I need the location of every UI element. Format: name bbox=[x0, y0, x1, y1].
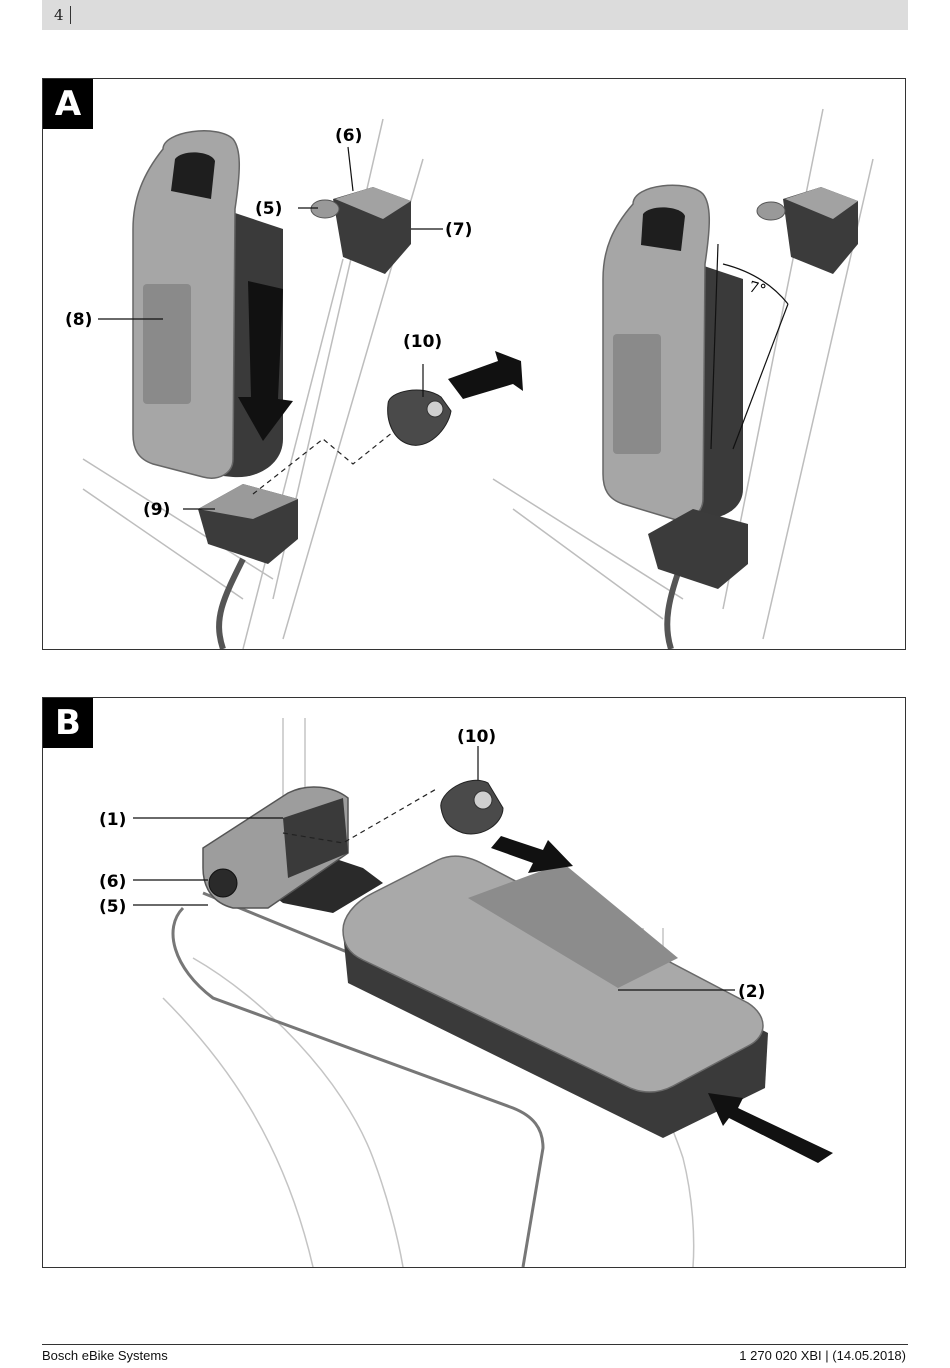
callout-5-b: (5) bbox=[99, 897, 126, 917]
tilt-angle-indicator bbox=[710, 243, 789, 450]
footer-publisher: Bosch eBike Systems bbox=[42, 1348, 168, 1363]
battery-mount-bottom-right bbox=[648, 509, 748, 589]
battery-lock-top bbox=[310, 187, 411, 274]
callout-6: (6) bbox=[335, 126, 362, 146]
battery-pack-left bbox=[132, 130, 283, 479]
lock-cylinder-icon bbox=[208, 868, 238, 898]
insert-arrow-right bbox=[448, 351, 523, 399]
callout-1: (1) bbox=[99, 810, 126, 830]
callout-8: (8) bbox=[65, 310, 92, 330]
cover-cap bbox=[387, 389, 452, 446]
callout-2: (2) bbox=[738, 982, 765, 1002]
battery-pack-right bbox=[602, 184, 743, 521]
assembly-dashed-line bbox=[252, 423, 404, 495]
battery-label-area bbox=[143, 284, 191, 404]
figure-a-letter: A bbox=[43, 79, 93, 129]
header-bar: 4 bbox=[42, 0, 908, 30]
tilt-angle-label: 7° bbox=[747, 277, 768, 299]
cover-cap-b bbox=[440, 779, 504, 835]
remove-arrow bbox=[491, 836, 573, 873]
figure-a-illustration: 7° (5) (6) (7) (8) (9) (10) bbox=[65, 108, 874, 649]
key-icon bbox=[310, 199, 340, 219]
page-number-divider bbox=[70, 6, 71, 24]
battery-mount-bottom bbox=[198, 484, 298, 564]
footer-document-id: 1 270 020 XBI | (14.05.2018) bbox=[739, 1348, 906, 1363]
callout-leaders-a bbox=[98, 146, 443, 510]
rack-battery-label-area bbox=[468, 863, 678, 988]
figure-b-letter: B bbox=[43, 698, 93, 748]
insert-arrow-b bbox=[708, 1093, 833, 1163]
figure-b-illustration: (1) (6) (5) (2) (10) bbox=[99, 718, 833, 1267]
insert-arrow-down bbox=[238, 281, 293, 441]
callout-5: (5) bbox=[255, 199, 282, 219]
battery-lock-top-right bbox=[756, 187, 858, 274]
figure-a: 7° (5) (6) (7) (8) (9) (10) A bbox=[42, 78, 906, 650]
assembly-dashed-line-b bbox=[282, 787, 439, 844]
callout-9: (9) bbox=[143, 500, 170, 520]
callout-6-b: (6) bbox=[99, 872, 126, 892]
footer-rule bbox=[42, 1344, 908, 1345]
cable-left bbox=[216, 557, 246, 649]
page-number: 4 bbox=[54, 6, 64, 24]
callout-7: (7) bbox=[445, 220, 472, 240]
callout-10: (10) bbox=[403, 332, 442, 352]
callout-10-b: (10) bbox=[457, 727, 496, 747]
callout-leaders-b bbox=[133, 746, 735, 991]
rack-lock-housing bbox=[202, 786, 349, 909]
rack-battery-pack bbox=[342, 855, 768, 1138]
battery-rail bbox=[263, 858, 383, 913]
figure-b: (1) (6) (5) (2) (10) B bbox=[42, 697, 906, 1268]
